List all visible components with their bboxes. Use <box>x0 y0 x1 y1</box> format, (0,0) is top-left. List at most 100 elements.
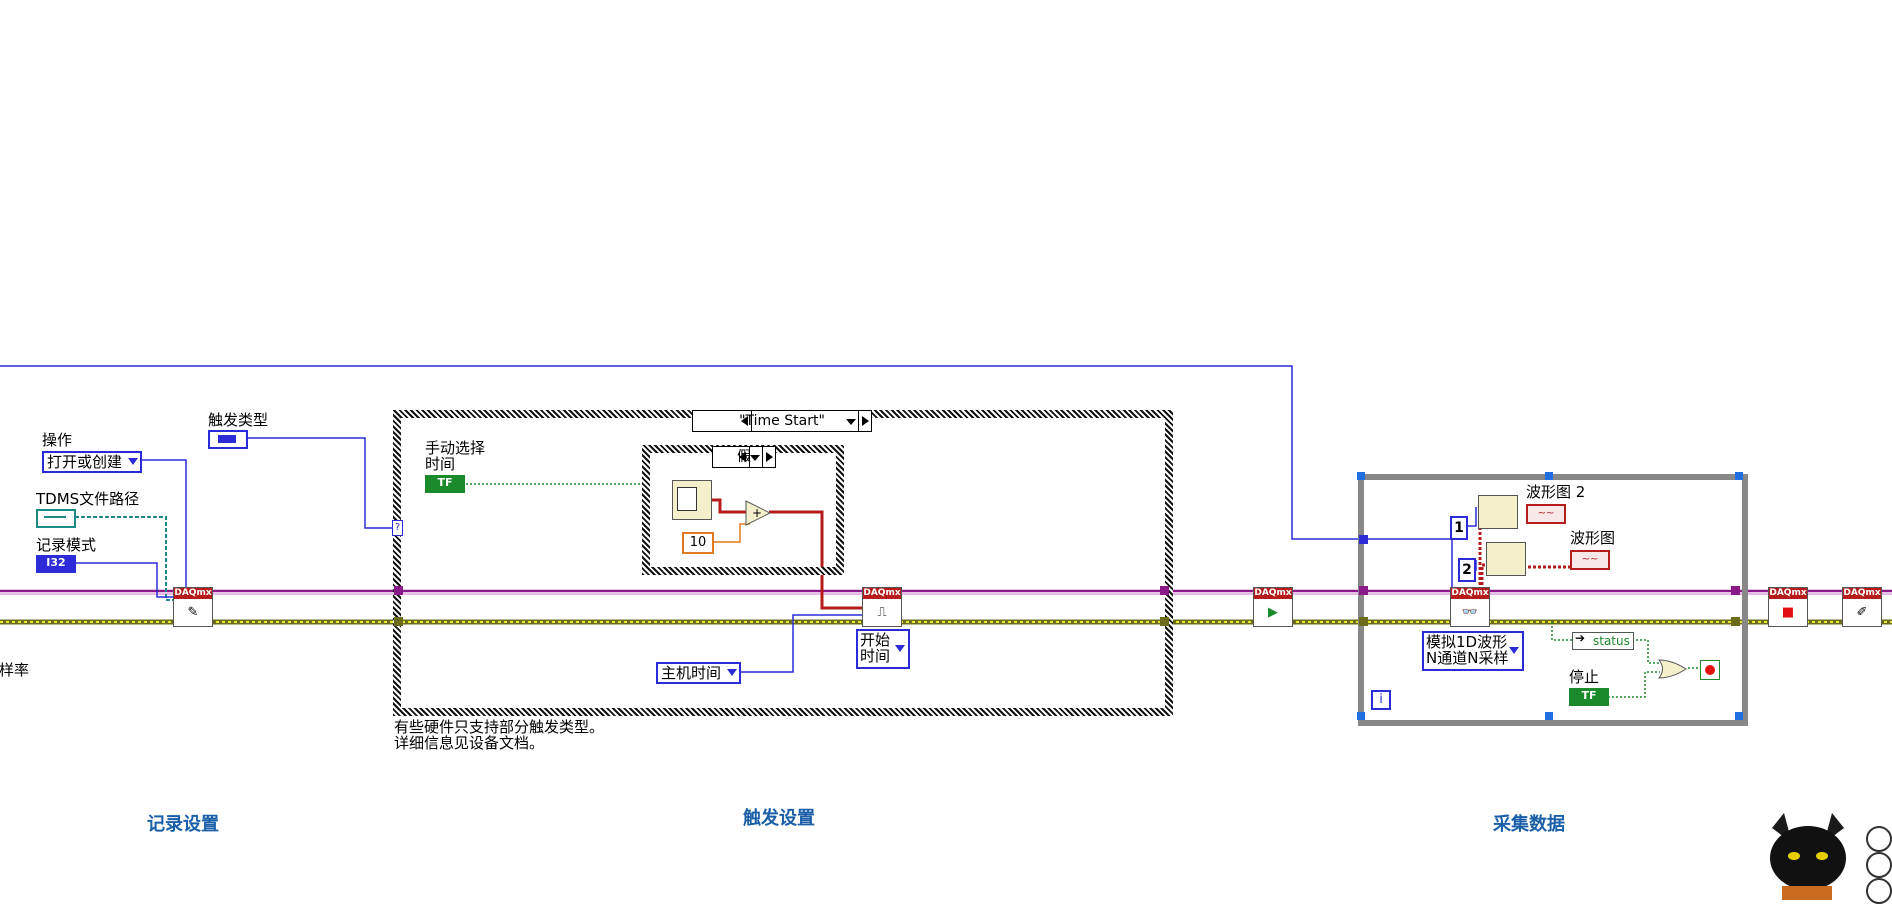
loop-handle[interactable] <box>1735 712 1743 720</box>
trigger-setup-title: 触发设置 <box>743 808 815 829</box>
index-2-const[interactable]: 2 <box>1458 558 1476 582</box>
start-time-label-2: 时间 <box>860 647 891 665</box>
selector-terminal: ? <box>392 520 403 536</box>
index-1-value: 1 <box>1454 520 1464 536</box>
daqmx-configure-logging-node[interactable]: DAQmx ✎ <box>173 587 213 627</box>
chevron-down-icon <box>727 669 738 676</box>
loop-handle[interactable] <box>1357 712 1365 720</box>
status-label: status <box>1593 634 1630 648</box>
start-time-label-1: 开始 <box>860 631 891 649</box>
or-gate-icon[interactable] <box>1657 659 1688 679</box>
inner-case-selector[interactable]: 假 <box>712 446 776 468</box>
start-time-enum[interactable]: 开始 时间 <box>856 629 910 669</box>
index-array-icon[interactable] <box>1478 495 1518 529</box>
daqmx-read-node[interactable]: DAQmx 👓 <box>1450 587 1490 627</box>
tunnel <box>1731 586 1740 595</box>
acquire-data-title: 采集数据 <box>1493 814 1565 835</box>
chevron-down-icon <box>128 458 139 465</box>
case-selector[interactable]: "Time Start" <box>692 410 872 432</box>
record-mode-type: I32 <box>46 556 66 569</box>
tunnel <box>1359 586 1368 595</box>
operation-enum[interactable]: 打开或创建 <box>42 451 143 473</box>
read-mode-line1: 模拟1D波形 <box>1426 633 1508 651</box>
read-mode-line2: N通道N采样 <box>1426 649 1509 667</box>
arrow-right-icon: ➔ <box>1575 631 1586 645</box>
tunnel <box>1160 617 1169 626</box>
numeric-const[interactable]: 10 <box>682 532 714 554</box>
index-1-const[interactable]: 1 <box>1450 516 1468 540</box>
manual-select-bool-text: TF <box>437 476 453 489</box>
tunnel <box>1731 617 1740 626</box>
host-time-value: 主机时间 <box>661 664 722 682</box>
record-mode-terminal[interactable]: I32 <box>36 555 76 573</box>
tunnel <box>394 617 403 626</box>
iteration-terminal: i <box>1371 690 1391 710</box>
trigger-note-line1: 有些硬件只支持部分触发类型。 <box>394 718 605 736</box>
inner-case-prev-icon[interactable] <box>737 447 750 467</box>
daqmx-header: DAQmx <box>1769 588 1807 599</box>
daqmx-start-trigger-node[interactable]: DAQmx ⎍ <box>862 587 902 627</box>
tdms-path-label: TDMS文件路径 <box>36 490 140 508</box>
chevron-down-icon <box>895 645 905 652</box>
stop-const-text: TF <box>1581 689 1597 702</box>
chevron-down-icon <box>1509 647 1519 654</box>
daqmx-header: DAQmx <box>1843 588 1881 599</box>
case-next-icon[interactable] <box>858 411 871 431</box>
stop-condition-icon[interactable] <box>1700 660 1720 680</box>
case-selector-value: "Time Start" <box>739 413 825 429</box>
index-array-icon[interactable] <box>1486 542 1526 576</box>
play-icon: ▶ <box>1268 605 1278 620</box>
path-terminal-icon[interactable] <box>36 509 76 528</box>
trigger-note-line2: 详细信息见设备文档。 <box>394 734 545 752</box>
daqmx-header: DAQmx <box>174 588 212 599</box>
record-mode-label: 记录模式 <box>36 536 97 554</box>
tunnel <box>1359 617 1368 626</box>
add-function-icon[interactable]: + <box>744 500 772 526</box>
chevron-down-icon[interactable] <box>750 455 760 461</box>
eraser-icon: ✐ <box>1856 605 1868 620</box>
unbundle-status[interactable]: ➔ status <box>1572 631 1634 650</box>
stop-square-icon: ■ <box>1781 605 1795 620</box>
ring-icon <box>218 435 236 443</box>
manual-select-bool[interactable]: TF <box>425 475 465 493</box>
while-loop[interactable] <box>1358 474 1748 726</box>
loop-handle[interactable] <box>1545 472 1553 480</box>
daqmx-stop-task-node[interactable]: DAQmx ■ <box>1768 587 1808 627</box>
tunnel <box>1160 586 1169 595</box>
trigger-edge-icon: ⎍ <box>877 605 887 620</box>
case-prev-icon[interactable] <box>739 411 753 431</box>
inner-case-next-icon[interactable] <box>762 447 775 467</box>
daqmx-header: DAQmx <box>1451 588 1489 599</box>
stop-button-terminal[interactable]: TF <box>1569 688 1609 706</box>
loop-handle[interactable] <box>1735 472 1743 480</box>
pencil-icon: ✎ <box>187 605 199 620</box>
trigger-type-terminal[interactable] <box>208 430 248 449</box>
loop-handle[interactable] <box>1545 712 1553 720</box>
waveform-graph-2-terminal[interactable]: ~~ <box>1526 504 1566 524</box>
gear-icon <box>1866 852 1892 878</box>
manual-select-label-1: 手动选择 <box>425 439 486 457</box>
stop-label: 停止 <box>1569 668 1600 686</box>
gear-icon <box>1866 878 1892 904</box>
daqmx-start-task-node[interactable]: DAQmx ▶ <box>1253 587 1293 627</box>
get-date-time-icon[interactable] <box>672 480 712 520</box>
operation-enum-value: 打开或创建 <box>47 453 123 471</box>
daqmx-header: DAQmx <box>863 588 901 599</box>
numeric-const-value: 10 <box>689 535 707 550</box>
host-time-enum[interactable]: 主机时间 <box>656 662 742 684</box>
glasses-icon: 👓 <box>1461 605 1479 620</box>
tunnel <box>1359 535 1368 544</box>
waveform-graph-2-label: 波形图 2 <box>1526 483 1586 501</box>
loop-handle[interactable] <box>1357 472 1365 480</box>
waveform-graph-terminal[interactable]: ~~ <box>1570 550 1610 570</box>
daqmx-clear-task-node[interactable]: DAQmx ✐ <box>1842 587 1882 627</box>
index-2-value: 2 <box>1462 562 1472 578</box>
read-mode-selector[interactable]: 模拟1D波形 N通道N采样 <box>1422 631 1524 671</box>
manual-select-label-2: 时间 <box>425 455 456 473</box>
operation-label: 操作 <box>42 431 73 449</box>
gear-icon <box>1866 826 1892 852</box>
tunnel <box>394 586 403 595</box>
chevron-down-icon[interactable] <box>846 419 856 425</box>
waveform-graph-label: 波形图 <box>1570 529 1616 547</box>
iteration-label: i <box>1379 692 1383 707</box>
